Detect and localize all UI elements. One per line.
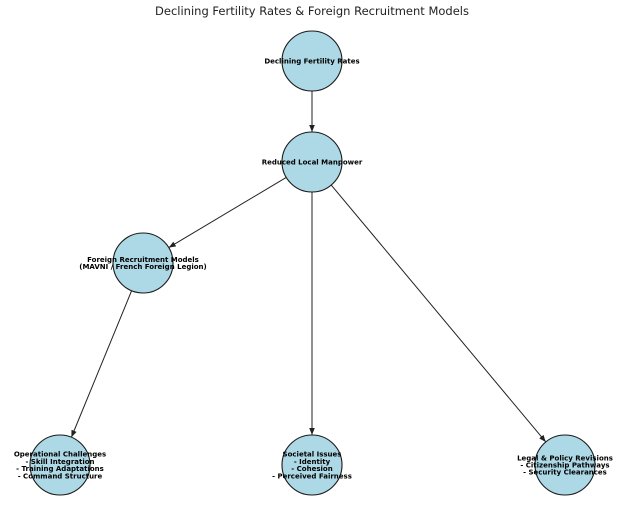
- node-label-line: Societal Issues: [283, 451, 342, 459]
- node-label-line: Foreign Recruitment Models: [87, 256, 199, 264]
- node-label-line: Legal & Policy Revisions: [517, 454, 613, 462]
- edges: [70, 91, 547, 443]
- node-label-line: - Identity: [294, 458, 331, 466]
- edge-foreign-to-operational: [70, 290, 133, 438]
- edge-manpower-to-legal: [330, 184, 547, 443]
- node-circle: [112, 232, 174, 294]
- node-label-line: Operational Challenges: [14, 451, 106, 459]
- node-label-line: Reduced Local Manpower: [262, 159, 363, 167]
- node-label-line: - Training Adaptations: [16, 465, 104, 473]
- edge-manpower-to-foreign: [168, 176, 287, 249]
- node-circle: [29, 434, 91, 496]
- node-label-line: - Security Clearances: [523, 469, 607, 477]
- node-label-line: - Cohesion: [291, 465, 332, 473]
- node-label-line: - Citizenship Pathways: [520, 462, 609, 470]
- node-label-line: (MAVNI / French Foreign Legion): [79, 263, 206, 271]
- node-foreign: Foreign Recruitment Models(MAVNI / Frenc…: [79, 232, 207, 294]
- node-circle: [281, 434, 343, 496]
- diagram-title: Declining Fertility Rates & Foreign Recr…: [155, 4, 469, 18]
- node-label-line: Declining Fertility Rates: [264, 58, 359, 66]
- node-circle: [281, 131, 343, 193]
- node-operational: Operational Challenges- Skill Integratio…: [14, 434, 106, 496]
- node-circle: [281, 30, 343, 92]
- node-societal: Societal Issues- Identity- Cohesion- Per…: [272, 434, 352, 496]
- node-legal: Legal & Policy Revisions- Citizenship Pa…: [517, 434, 613, 496]
- node-fertility: Declining Fertility Rates: [264, 30, 360, 92]
- node-label-line: - Command Structure: [18, 472, 103, 480]
- node-manpower: Reduced Local Manpower: [262, 131, 363, 193]
- node-label-line: - Skill Integration: [25, 458, 94, 466]
- node-label-line: - Perceived Fairness: [272, 472, 352, 480]
- node-circle: [534, 434, 596, 496]
